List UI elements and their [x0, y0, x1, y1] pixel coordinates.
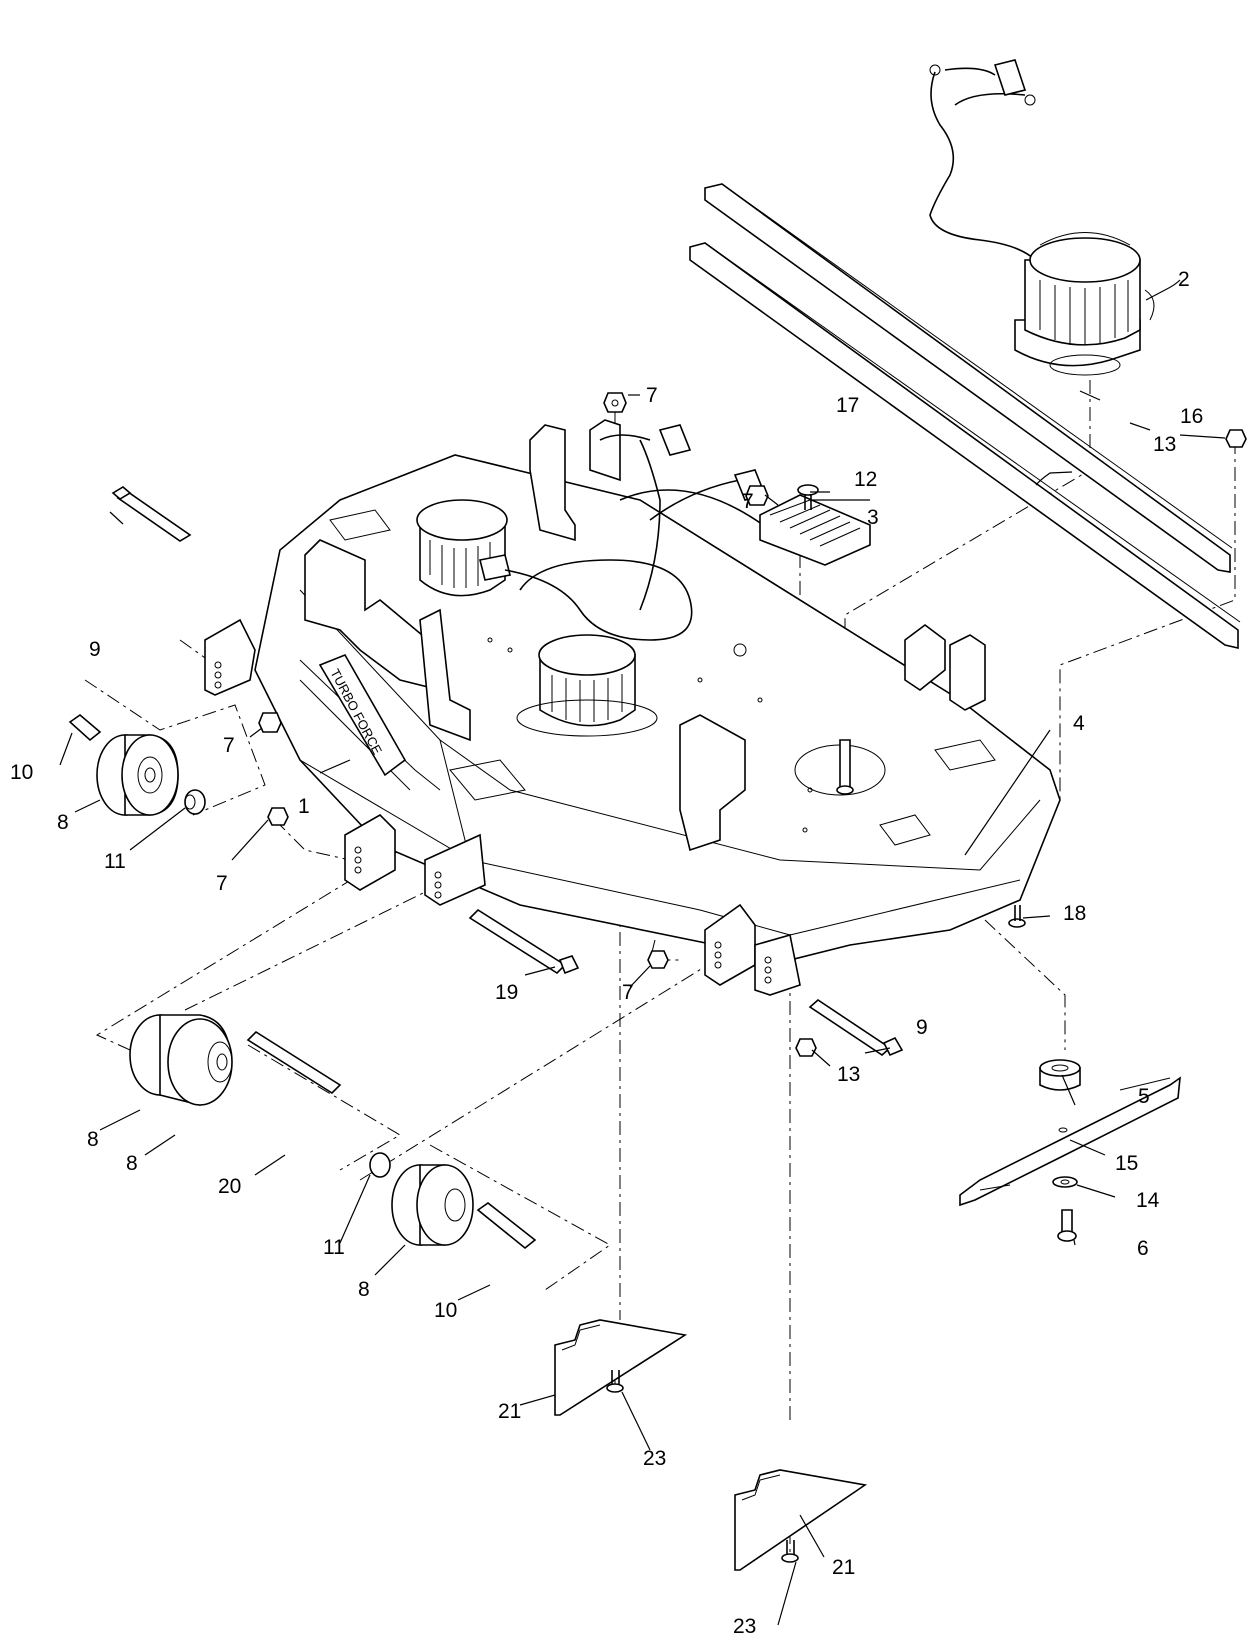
callout-8-upper: 8: [57, 811, 69, 834]
isolator-pad: [759, 494, 871, 566]
deck-motor-center: [516, 634, 658, 737]
callout-11-upper: 11: [104, 850, 126, 873]
callout-13-bottom: 13: [837, 1063, 860, 1086]
callout-6: 6: [1137, 1237, 1149, 1260]
bolt-18: [1008, 905, 1026, 928]
blade-bolt: [1057, 1209, 1077, 1242]
callout-7-mid: 7: [742, 490, 754, 513]
deflector-21-lower: [734, 1469, 868, 1571]
callout-7-top: 7: [646, 384, 658, 407]
flange-nut-7b: [745, 485, 769, 506]
mower-blade: [959, 1076, 1181, 1207]
axle-bolt-9-left: [111, 486, 192, 542]
flange-nut-7a: [603, 392, 627, 413]
axle-tube-20: [246, 1030, 342, 1095]
callout-17: 17: [836, 394, 859, 417]
bushing-11-lower: [369, 1152, 391, 1178]
callout-9-right: 9: [916, 1016, 928, 1039]
screw-23-lower: [781, 1540, 799, 1563]
bushing-11-upper: [184, 789, 206, 815]
callout-16: 16: [1180, 405, 1203, 428]
spindle-bolt: [836, 739, 854, 795]
spacer-10-lower: [476, 1202, 537, 1250]
deck-motor-left: [416, 499, 511, 597]
callout-23-upper: 23: [643, 1447, 666, 1470]
callout-19: 19: [495, 981, 518, 1004]
callout-8-lower: 8: [358, 1278, 370, 1301]
callout-21-upper: 21: [498, 1400, 521, 1423]
baffle-rail-17: [689, 242, 1241, 650]
callout-8-pair-a: 8: [87, 1128, 99, 1151]
spindle-motor: [929, 59, 1155, 376]
callout-12: 12: [854, 468, 877, 491]
leader-lines: [59, 279, 1226, 1626]
callout-23-lower: 23: [733, 1615, 756, 1638]
callout-20: 20: [218, 1175, 241, 1198]
callout-14: 14: [1136, 1189, 1160, 1212]
deflector-21-upper: [554, 1319, 688, 1416]
spacer-10-upper: [68, 713, 102, 742]
callout-8-pair-b: 8: [126, 1152, 138, 1175]
callout-7-bottom: 7: [622, 981, 634, 1004]
callout-13-top: 13: [1153, 433, 1176, 456]
callout-7-left: 7: [223, 734, 235, 757]
callout-4: 4: [1073, 712, 1085, 735]
blade-adapter: [1039, 1059, 1081, 1091]
screw-23-upper: [606, 1370, 624, 1393]
flange-nut-13b: [795, 1038, 817, 1057]
flange-nut-13a: [1225, 429, 1247, 448]
flange-nut-7e: [647, 950, 669, 969]
callout-1: 1: [298, 795, 310, 818]
callout-7-front: 7: [216, 872, 228, 895]
callout-5: 5: [1138, 1085, 1150, 1108]
callout-9-left: 9: [89, 638, 101, 661]
axle-bolt-9-right: [808, 998, 904, 1057]
callout-3: 3: [867, 506, 879, 529]
callout-labels: 2 7 17 16 13 12 3 7 9 4 7 10 1 8 11 7 18…: [10, 268, 1203, 1638]
callout-15: 15: [1115, 1152, 1138, 1175]
axle-bolt-19: [468, 908, 580, 975]
anti-scalp-wheel-upper-left: [96, 734, 179, 816]
baffle-rail-16: [704, 183, 1233, 573]
callout-18: 18: [1063, 902, 1086, 925]
callout-10-upper: 10: [10, 761, 33, 784]
flange-nut-7d: [267, 807, 289, 826]
flange-nut-7c: [258, 712, 282, 733]
callout-10-lower: 10: [434, 1299, 457, 1322]
blade-washer: [1052, 1176, 1078, 1188]
callout-21-lower: 21: [832, 1556, 855, 1579]
callout-2: 2: [1178, 268, 1190, 291]
anti-scalp-wheel-lower: [391, 1164, 474, 1246]
callout-11-lower: 11: [323, 1236, 345, 1259]
anti-scalp-wheels-pair: [129, 1014, 233, 1106]
